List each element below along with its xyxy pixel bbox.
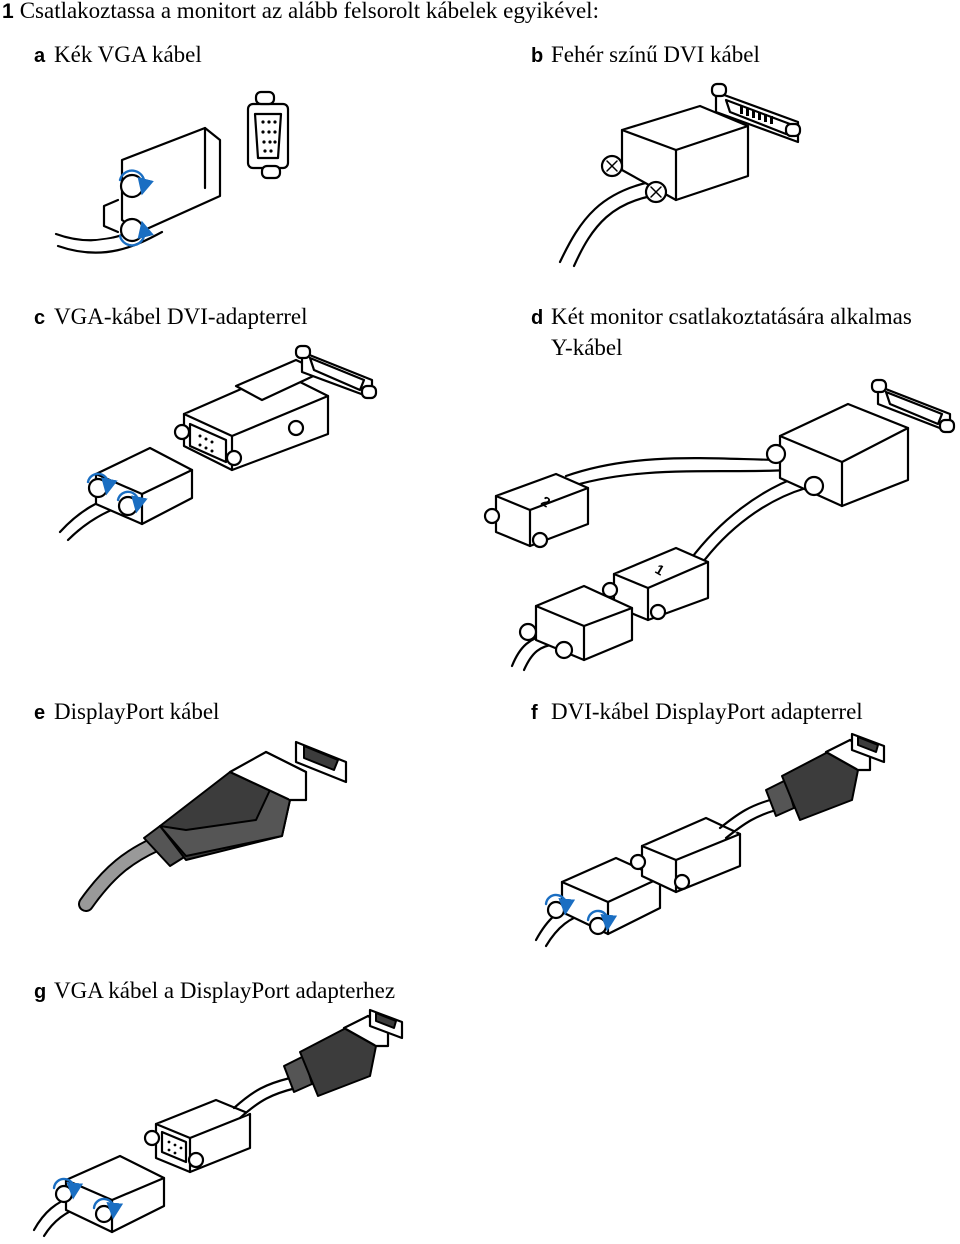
item-g-caption: g VGA kábel a DisplayPort adapterhez xyxy=(34,976,395,1007)
item-letter: f xyxy=(531,702,538,724)
item-f-caption: f DVI-kábel DisplayPort adapterrel xyxy=(531,697,863,728)
item-letter: a xyxy=(34,45,46,67)
item-label: VGA kábel a DisplayPort adapterhez xyxy=(54,978,396,1003)
displayport-cable-illustration xyxy=(78,740,348,912)
item-e-caption: e DisplayPort kábel xyxy=(34,697,219,728)
item-label: Két monitor csatlakoztatására alkalmas xyxy=(551,304,912,329)
item-label: DVI-kábel DisplayPort adapterrel xyxy=(551,699,863,724)
vga-dvi-adapter-illustration xyxy=(58,344,378,542)
item-letter: g xyxy=(34,981,47,1003)
item-label: Kék VGA kábel xyxy=(54,42,202,67)
y-cable-illustration: 2 1 xyxy=(483,378,956,672)
vga-displayport-adapter-illustration xyxy=(32,1008,404,1238)
item-letter: c xyxy=(34,307,46,329)
step-number: 1 xyxy=(2,0,14,23)
item-letter: b xyxy=(531,45,544,67)
item-label: Fehér színű DVI kábel xyxy=(551,42,760,67)
item-letter: d xyxy=(531,307,544,329)
item-b-caption: b Fehér színű DVI kábel xyxy=(531,40,760,71)
item-c-caption: c VGA-kábel DVI-adapterrel xyxy=(34,302,308,333)
vga-cable-illustration xyxy=(54,90,290,254)
item-label: DisplayPort kábel xyxy=(54,699,220,724)
dvi-displayport-adapter-illustration xyxy=(534,732,886,948)
item-letter: e xyxy=(34,702,46,724)
item-a-caption: a Kék VGA kábel xyxy=(34,40,202,71)
dvi-cable-illustration xyxy=(558,82,802,268)
item-label: VGA-kábel DVI-adapterrel xyxy=(54,304,308,329)
step-text: Csatlakoztassa a monitort az alább felso… xyxy=(19,0,599,23)
item-label-continued: Y-kábel xyxy=(551,335,623,360)
